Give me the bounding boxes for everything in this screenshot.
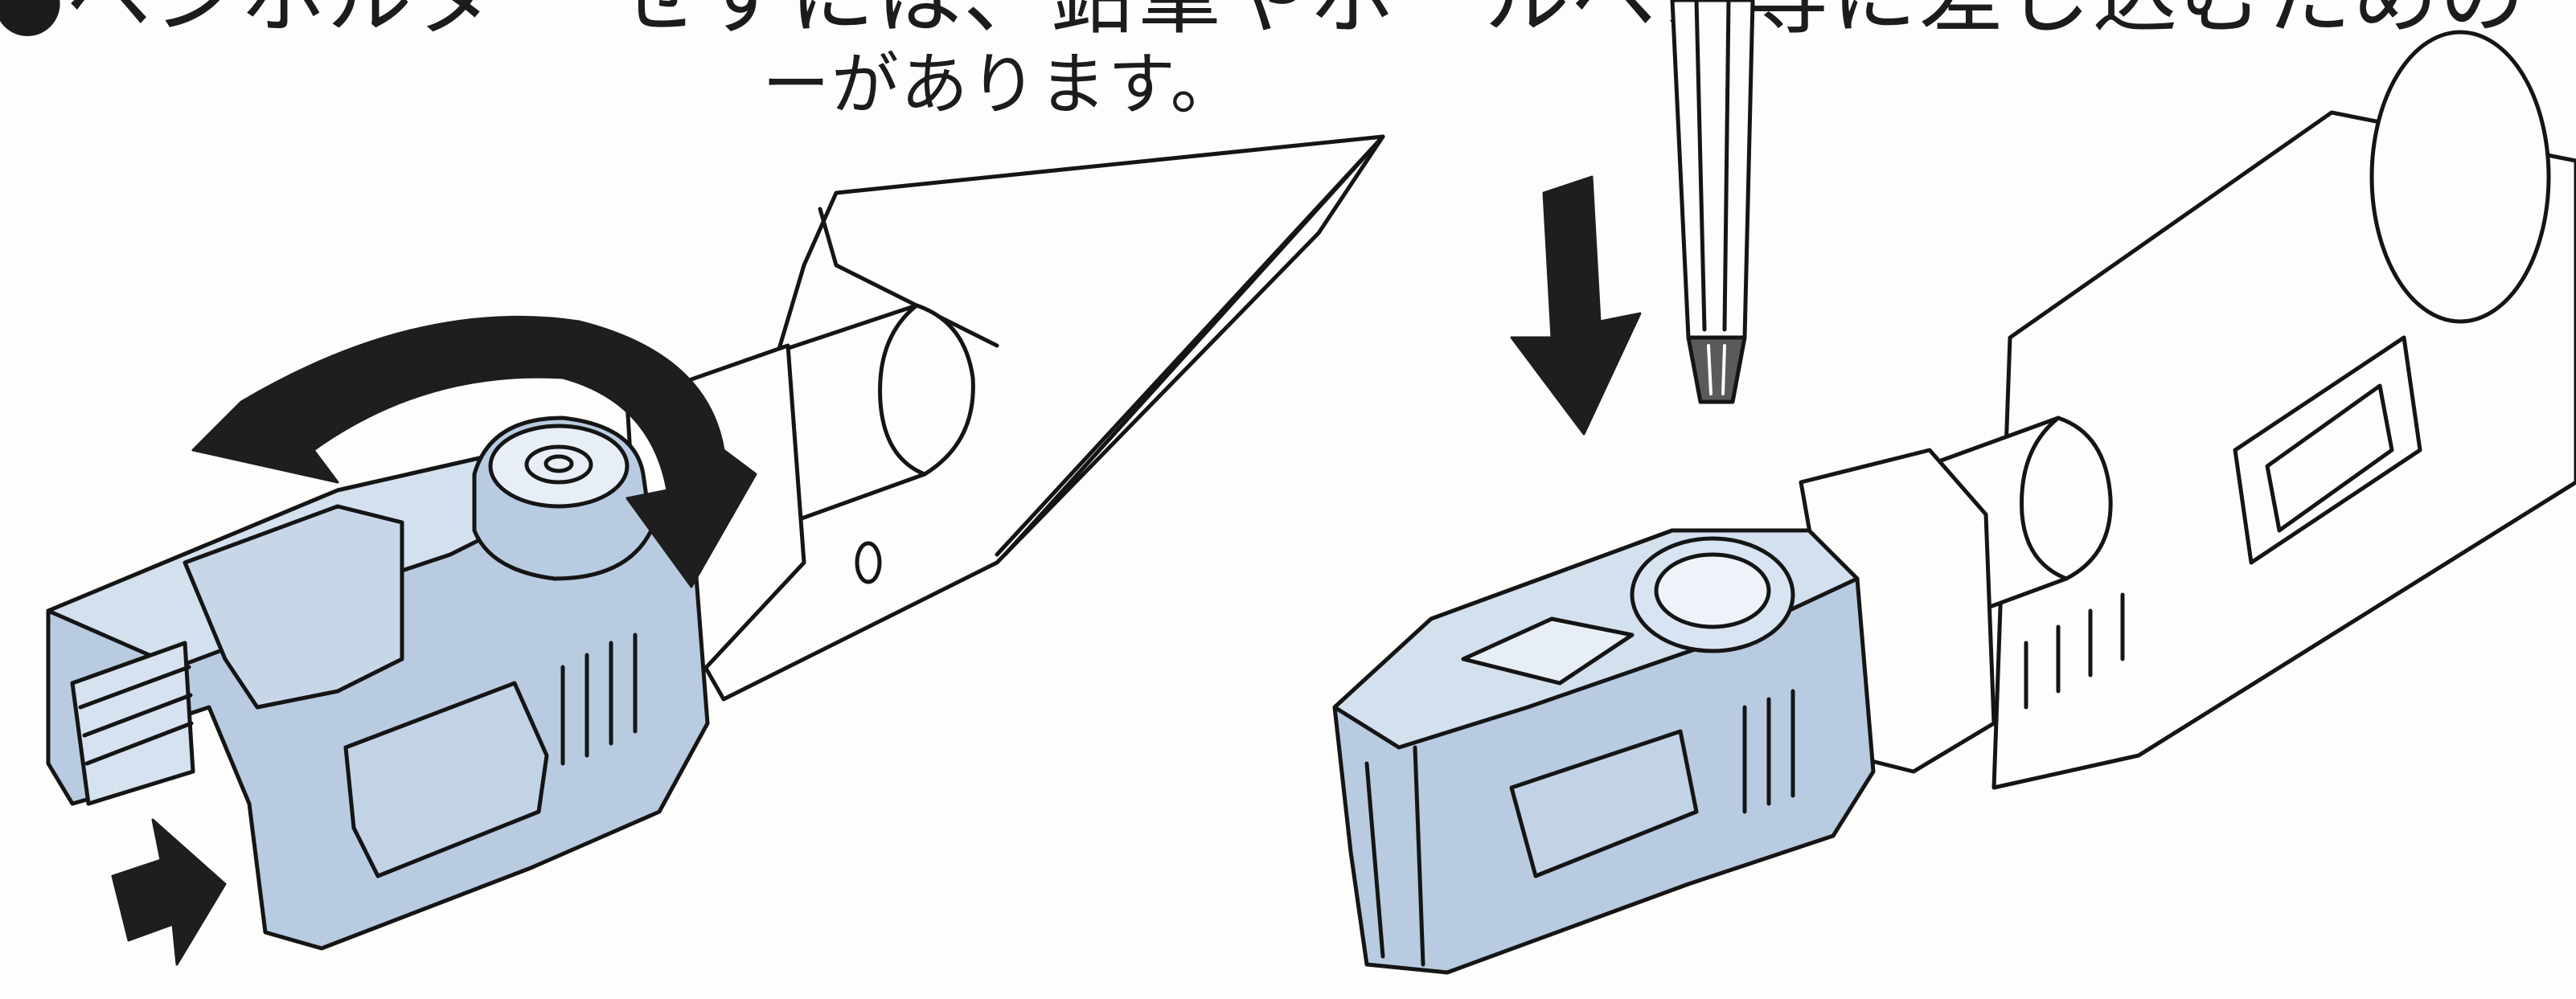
device-round-end (2369, 30, 2551, 324)
grip-ridges-right (1742, 689, 1795, 814)
shaft-end-right (2020, 416, 2069, 581)
push-arrow-icon (111, 818, 227, 966)
caption-line-2: ーがあります。 (762, 45, 1240, 124)
device-frame-lines (2233, 335, 2422, 565)
pen-tip-highlight (1707, 344, 1726, 395)
pen-barrel (1670, 0, 1755, 340)
holder-closed-view (995, 0, 2576, 975)
vent-slots-right (2024, 592, 2125, 710)
grip-ridges-left (560, 633, 638, 766)
shaft-end-left (878, 303, 927, 477)
rotate-arrow-icon (191, 315, 757, 588)
slot-hole-left (855, 541, 882, 584)
square-socket-right (1461, 616, 1635, 686)
pivot-center-left (544, 454, 574, 473)
holder-open-view (46, 134, 1385, 966)
divider-line (995, 134, 1385, 557)
clip-panel-right (1509, 729, 1699, 878)
clip-panel-left (343, 681, 549, 878)
down-arrow-icon (1510, 175, 1642, 436)
pivot-disc-left (488, 424, 630, 509)
pen-tip (1686, 335, 1747, 404)
front-grip-lines-left (78, 665, 194, 766)
round-socket-inner-right (1654, 552, 1771, 629)
pivot-disc-inner-left (524, 444, 593, 485)
caption-line-1: ●ペンホルダー せずには、鉛筆やボールペン等に差し込むための (0, 0, 2566, 45)
front-edge-right (1364, 745, 1425, 967)
front-grip-left (70, 641, 195, 806)
latch-cavity-left (183, 504, 404, 710)
pen-barrel-lines (1694, 0, 1731, 332)
